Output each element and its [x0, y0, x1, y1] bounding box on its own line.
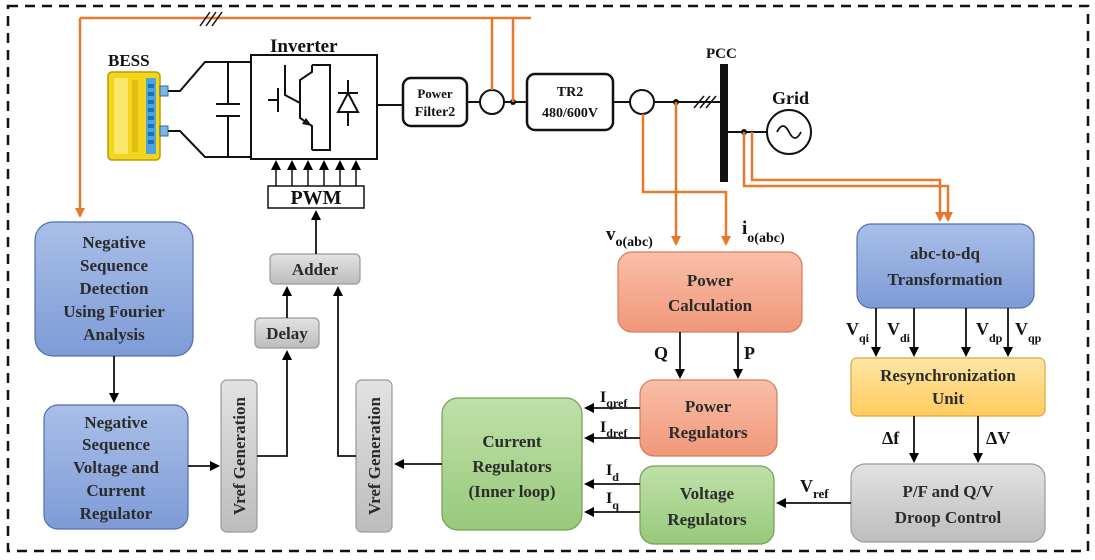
transformer-label-line2: 480/600V [542, 106, 598, 121]
nsd-line-1: Negative [82, 233, 146, 252]
delay-label: Delay [266, 324, 308, 343]
i-dref-label: Idref [600, 419, 628, 440]
signal-arrows [109, 210, 1013, 517]
current-sensor-1-icon [479, 89, 505, 115]
v-abc-label: vo(abc) [606, 224, 653, 250]
current-sensor-2-icon [629, 89, 655, 115]
v-qp-label: Vqp [1015, 319, 1042, 345]
filter-label-line2: Filter2 [415, 105, 455, 120]
power-regulators-block [639, 379, 778, 457]
delta-v-label: ΔV [986, 428, 1010, 448]
resync-line-2: Unit [932, 389, 964, 408]
nsd-line-3: Detection [80, 279, 149, 298]
current-regulators-line-3: (Inner loop) [468, 482, 555, 501]
gate-signal-arrows [271, 160, 361, 186]
p-label: P [744, 343, 755, 363]
v-qi-label: Vqi [846, 319, 870, 345]
transformer-label-line1: TR2 [557, 85, 583, 100]
inverter-block [250, 54, 378, 160]
diode-icon [336, 90, 360, 113]
dc-link [168, 61, 250, 158]
power-regulators-line-2: Regulators [668, 423, 748, 442]
i-abc-label: io(abc) [742, 218, 785, 246]
i-d-label: Id [606, 462, 619, 484]
measurement-lines [75, 16, 953, 246]
current-regulators-line-1: Current [482, 432, 542, 451]
abc-to-dq-block [856, 223, 1035, 309]
outer-dashed-border [6, 4, 1090, 553]
sine-wave-icon [776, 125, 802, 139]
bess-battery-icon [107, 71, 169, 161]
power-calculation-line-2: Calculation [668, 296, 753, 315]
nsd-line-5: Analysis [83, 325, 145, 344]
pcc-label: PCC [706, 46, 737, 62]
voltage-regulators-line-2: Regulators [667, 510, 747, 529]
v-di-label: Vdi [887, 319, 911, 345]
transformer-block [525, 72, 615, 132]
power-regulators-line-1: Power [685, 397, 732, 416]
bess-label: BESS [108, 51, 150, 70]
pwm-block [267, 185, 365, 209]
igbt-emitter-arrow-icon [302, 118, 312, 126]
abc-to-dq-line-1: abc-to-dq [910, 244, 980, 263]
adder-block [269, 253, 361, 285]
power-calculation-line-1: Power [687, 271, 734, 290]
droop-line-2: Droop Control [895, 508, 1002, 527]
current-regulators-line-2: Regulators [472, 457, 552, 476]
nsr-line-4: Current [86, 481, 146, 500]
grid-label: Grid [772, 88, 809, 108]
negative-sequence-regulator-block [43, 404, 189, 530]
nsr-line-2: Sequence [82, 435, 150, 454]
inverter-label: Inverter [270, 36, 338, 57]
i-q-label: Iq [606, 490, 619, 512]
nsd-line-2: Sequence [80, 256, 148, 275]
igbt-switch-icon [268, 64, 358, 151]
v-ref-label: Vref [800, 476, 829, 501]
voltage-regulators-line-1: Voltage [680, 484, 735, 503]
vref-generation-1-label: Vref Generation [230, 397, 249, 515]
nsr-line-3: Voltage and [73, 458, 159, 477]
droop-line-1: P/F and Q/V [903, 482, 995, 501]
adder-label: Adder [292, 260, 339, 279]
filter-label-line1: Power [417, 86, 453, 101]
vref-generation-2-label: Vref Generation [365, 397, 384, 515]
nsd-line-4: Using Fourier [63, 302, 165, 321]
nsr-line-1: Negative [84, 413, 148, 432]
v-dp-label: Vdp [976, 319, 1003, 345]
q-label: Q [654, 343, 668, 363]
power-calculation-block [617, 251, 803, 333]
voltage-regulators-block [639, 465, 775, 545]
abc-to-dq-line-2: Transformation [888, 270, 1003, 289]
resynchronization-block [850, 357, 1046, 417]
i-qref-label: Iqref [600, 389, 628, 410]
pwm-label: PWM [290, 187, 341, 209]
delta-f-label: Δf [882, 428, 900, 448]
resync-line-1: Resynchronization [880, 366, 1016, 385]
droop-control-block [850, 463, 1046, 543]
nsr-line-5: Regulator [80, 504, 153, 523]
